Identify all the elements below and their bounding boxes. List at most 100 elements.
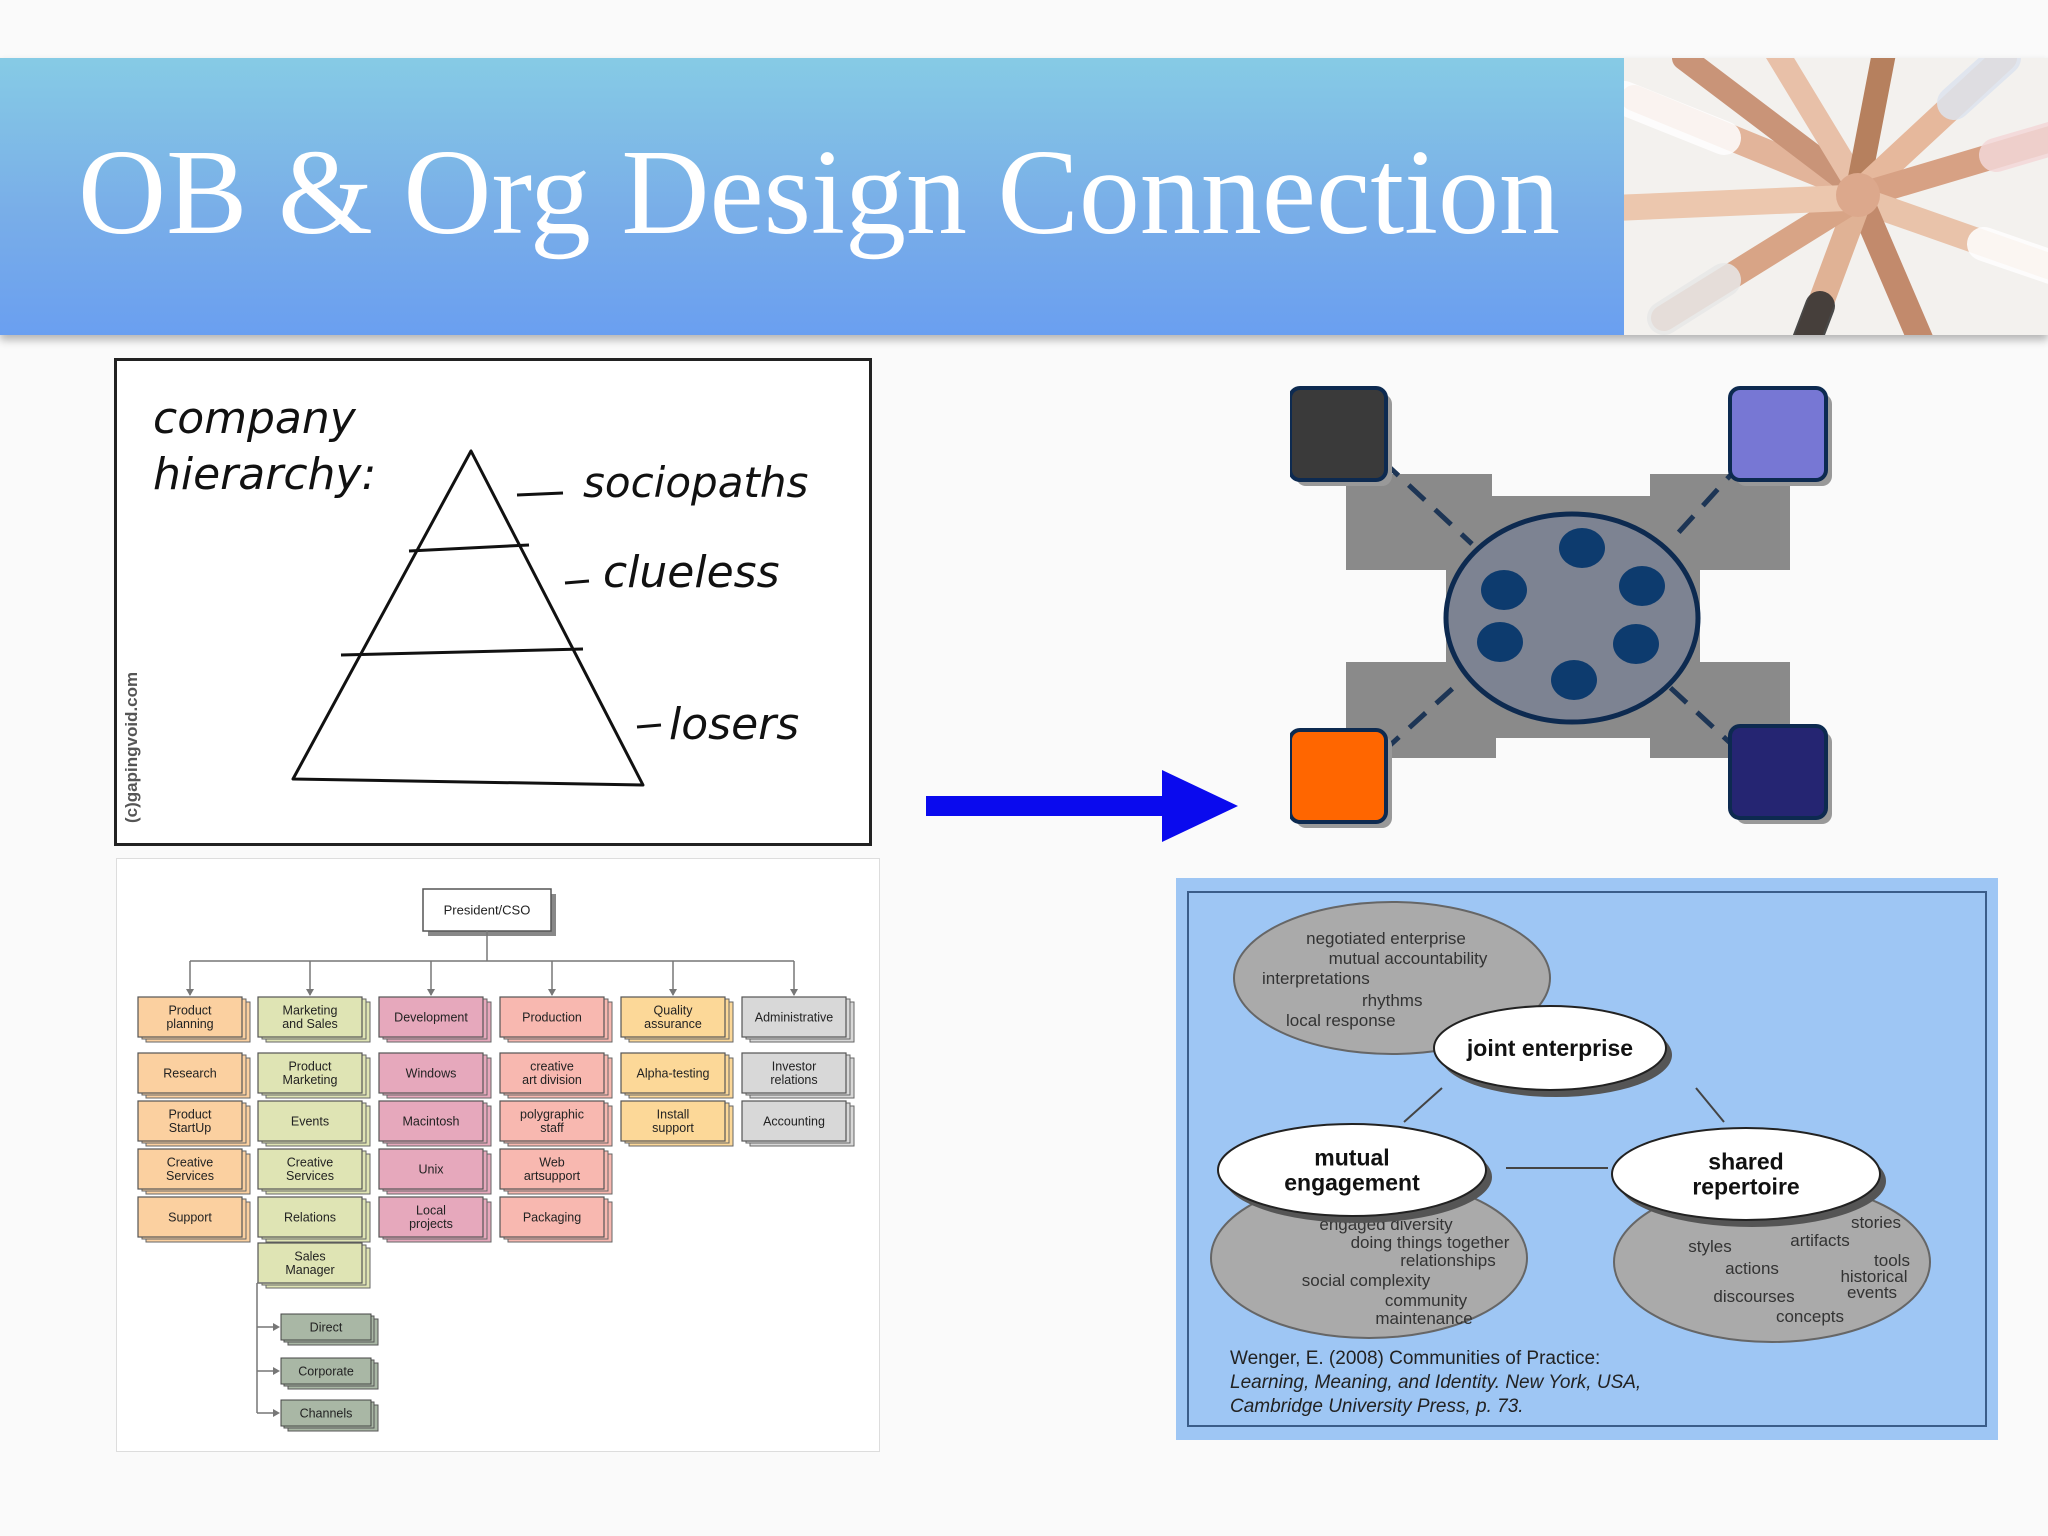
team-hands-photo (1624, 58, 2048, 335)
org-child-box-label-line: Install (657, 1108, 690, 1122)
label-joint-enterprise-text: joint enterprise (1466, 1035, 1633, 1061)
org-child-box-label-line: StartUp (169, 1121, 211, 1135)
org-child-box-label: Accounting (763, 1114, 825, 1128)
level-clueless: clueless (603, 547, 780, 598)
org-sub-box-label: Direct (310, 1320, 343, 1334)
org-sub-box (280, 1313, 372, 1341)
org-child-box (620, 1052, 726, 1094)
repertoire-term: tools (1874, 1251, 1910, 1270)
org-child-box-label-line: Product (288, 1060, 332, 1074)
engagement-term: social complexity (1302, 1271, 1431, 1290)
org-child-box-label: Alpha-testing (637, 1066, 710, 1080)
repertoire-term: stories (1851, 1213, 1901, 1232)
org-child-box-label-line: Unix (418, 1162, 444, 1176)
network-diagram (1290, 386, 1832, 828)
network-node-top-right (1728, 386, 1828, 482)
engagement-term: relationships (1400, 1251, 1495, 1270)
cartoon-credit: (c)gapingvoid.com (122, 672, 141, 823)
org-dept-box-label-line: planning (166, 1017, 213, 1031)
org-child-box (378, 1196, 484, 1238)
org-child-box-label: Windows (406, 1066, 457, 1080)
network-node-bottom-right (1728, 724, 1828, 820)
org-sub-box (280, 1399, 372, 1427)
org-child-box-label-line: polygraphic (520, 1108, 584, 1122)
org-dept-box-label-line: Marketing (283, 1004, 338, 1018)
cartoon-title-line2: hierarchy: (153, 449, 376, 500)
wenger-citation-line: Learning, Meaning, and Identity. New Yor… (1230, 1372, 1641, 1393)
org-child-box-label-line: Events (291, 1114, 329, 1128)
network-hub-dot (1619, 566, 1665, 606)
label-shared-repertoire-text-line: shared (1708, 1149, 1783, 1175)
org-child-box (257, 1242, 363, 1284)
org-box-president-label: President/CSO (444, 903, 531, 918)
org-child-box-label-line: Creative (287, 1156, 334, 1170)
org-child-box-label-line: projects (409, 1217, 453, 1231)
engagement-term: community (1385, 1291, 1468, 1310)
org-dept-box-label-line: Production (522, 1010, 582, 1024)
network-dashed-link (1354, 434, 1474, 546)
org-child-box-label-line: Services (166, 1169, 214, 1183)
org-arrowhead (186, 989, 194, 996)
label-shared-repertoire-text-line: repertoire (1692, 1174, 1799, 1200)
org-child-box-label-line: Support (168, 1210, 212, 1224)
network-hub-dot (1613, 624, 1659, 664)
org-dept-box-label-line: Administrative (755, 1010, 834, 1024)
org-child-box-label: Unix (418, 1162, 444, 1176)
repertoire-term: artifacts (1790, 1231, 1850, 1250)
org-child-box (620, 1100, 726, 1142)
org-child-box (741, 1100, 847, 1142)
repertoire-term: historical (1840, 1267, 1907, 1286)
org-child-box-label-line: creative (530, 1060, 574, 1074)
org-child-box-label-line: support (652, 1121, 694, 1135)
leader-line-clueless (564, 579, 590, 585)
network-node-top-left (1290, 386, 1388, 482)
repertoire-term: styles (1688, 1237, 1731, 1256)
org-sub-box-label-line: Direct (310, 1320, 343, 1334)
org-child-box (137, 1148, 243, 1190)
network-dashed-link (1660, 678, 1768, 778)
slide-title: OB & Org Design Connection (78, 125, 1560, 260)
org-dept-box (378, 996, 484, 1038)
org-child-box-label-line: Product (168, 1108, 212, 1122)
org-arrowhead (427, 989, 435, 996)
negotiated-term: local response (1286, 1011, 1396, 1030)
cartoon-title-line1: company (153, 393, 357, 444)
network-dashed-link (1354, 678, 1464, 778)
pyramid-middle-divider (340, 647, 584, 657)
repertoire-term: discourses (1713, 1287, 1794, 1306)
org-sub-box (280, 1357, 372, 1385)
org-sub-box-label: Channels (300, 1406, 353, 1420)
wenger-border (1187, 891, 1987, 1427)
org-box-president (422, 888, 552, 932)
org-child-box-label: Events (291, 1114, 329, 1128)
org-child-box-label: Support (168, 1210, 212, 1224)
org-child-box (257, 1196, 363, 1238)
level-losers: losers (669, 699, 799, 750)
org-arrowhead (548, 989, 556, 996)
org-child-box-label: Research (163, 1066, 217, 1080)
org-child-box-label-line: Research (163, 1066, 217, 1080)
label-joint-enterprise (1433, 1005, 1667, 1091)
wenger-link (1695, 1087, 1725, 1123)
network-hub (1443, 511, 1701, 725)
repertoire-term: concepts (1776, 1307, 1844, 1326)
org-child-box-label-line: art division (522, 1073, 582, 1087)
hierarchy-cartoon-drawing: company hierarchy: sociopaths clueless l… (122, 393, 808, 823)
org-child-box-label-line: Windows (406, 1066, 457, 1080)
org-arrowhead (790, 989, 798, 996)
org-child-box (257, 1148, 363, 1190)
label-joint-enterprise-text-line: joint enterprise (1466, 1035, 1633, 1061)
org-child-box-label-line: Accounting (763, 1114, 825, 1128)
org-child-box (137, 1100, 243, 1142)
bubble-negotiated (1233, 901, 1551, 1055)
pyramid-top-divider (408, 543, 530, 553)
org-child-box-label-line: Packaging (523, 1210, 581, 1224)
org-arrowhead (273, 1323, 280, 1331)
